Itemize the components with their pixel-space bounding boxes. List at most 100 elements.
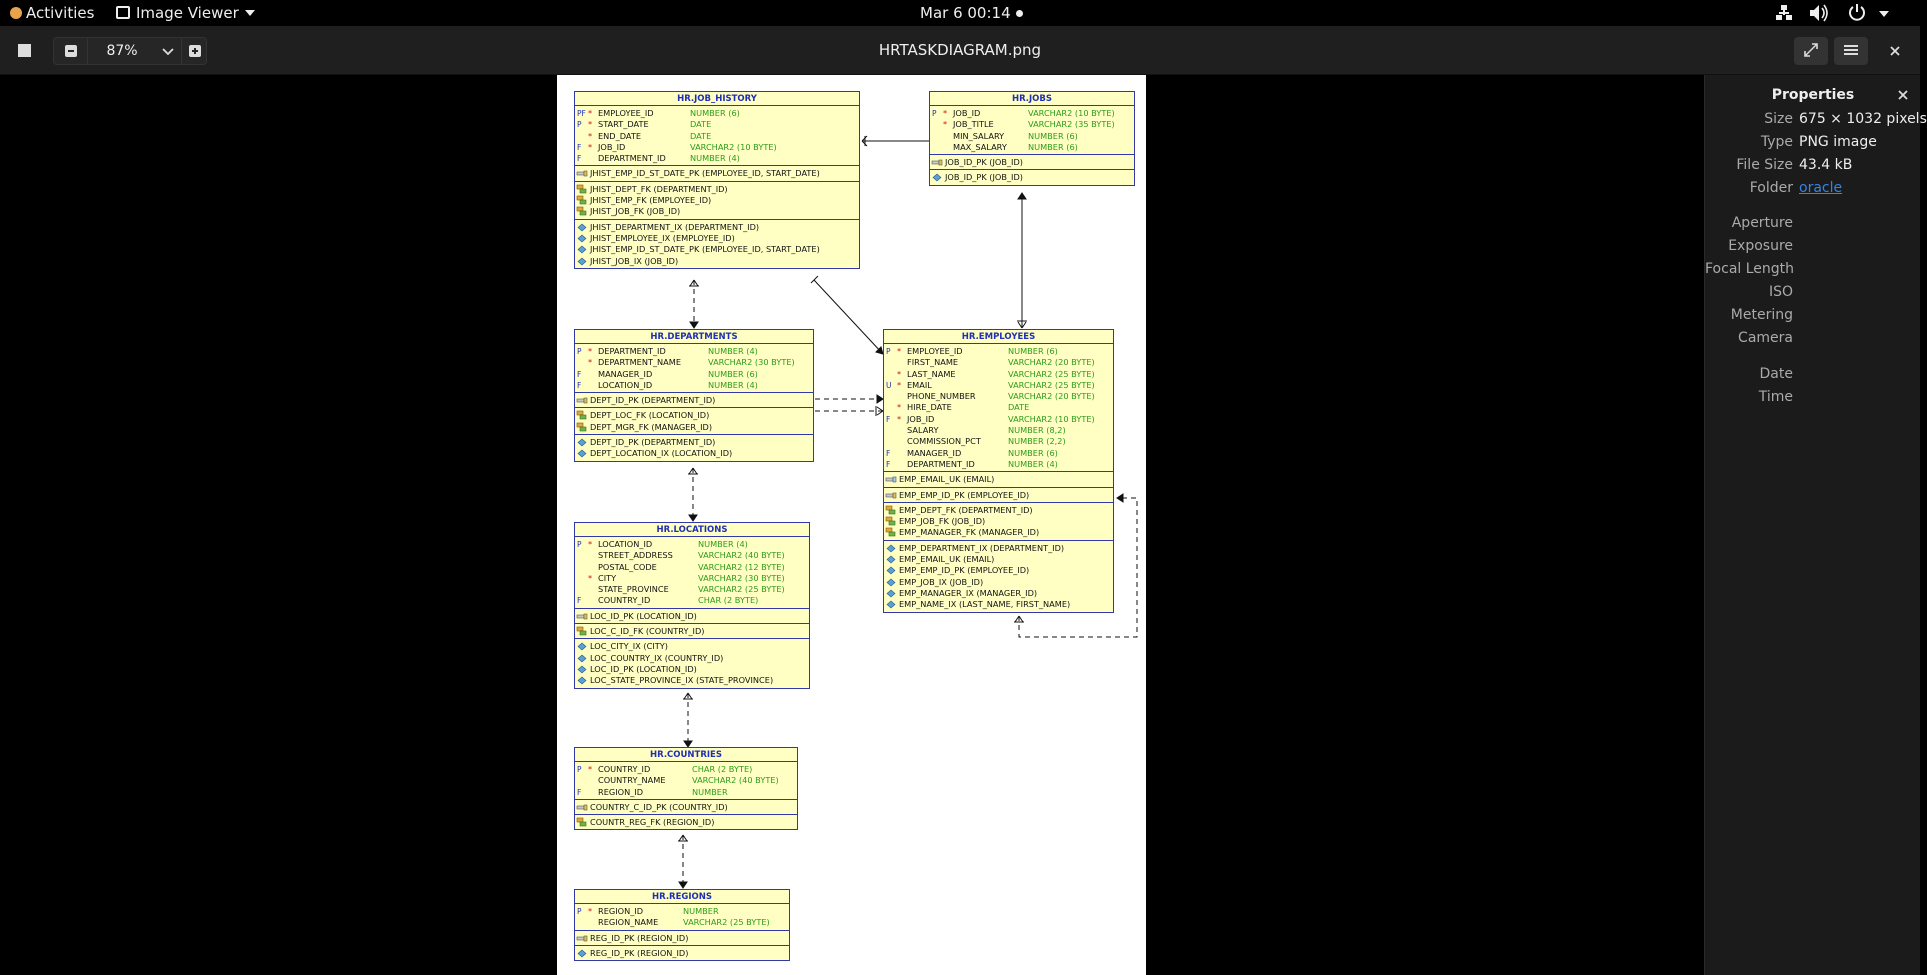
app-menu-button[interactable]: Image Viewer (116, 0, 255, 26)
column-type: VARCHAR2 (10 BYTE) (690, 141, 777, 152)
ix-row: EMP_DEPARTMENT_IX (DEPARTMENT_ID) (884, 543, 1113, 554)
zoom-out-button[interactable] (54, 38, 88, 64)
key-flag: F (577, 142, 582, 152)
pk-name: COUNTRY_C_ID_PK (COUNTRY_ID) (590, 801, 728, 812)
column-name: PHONE_NUMBER (907, 391, 976, 402)
activities-button[interactable]: Activities (10, 0, 94, 26)
fk-name: JHIST_EMP_FK (EMPLOYEE_ID) (590, 195, 712, 206)
column-type: VARCHAR2 (25 BYTE) (1008, 379, 1095, 390)
column-name: FIRST_NAME (907, 357, 959, 368)
mandatory-mark: * (588, 764, 593, 774)
primary-key-icon (576, 171, 588, 177)
key-flag: P (577, 907, 582, 916)
property-label: Time (1758, 389, 1793, 405)
column-name: MAX_SALARY (953, 141, 1007, 152)
column-type: VARCHAR2 (12 BYTE) (698, 561, 785, 572)
ix-row: DEPT_LOCATION_IX (LOCATION_ID) (575, 448, 813, 459)
primary-key-icon (931, 159, 943, 166)
column-name: EMPLOYEE_ID (907, 346, 963, 356)
mandatory-mark: * (588, 346, 593, 356)
mandatory-mark: * (588, 572, 593, 583)
column-type: VARCHAR2 (40 BYTE) (698, 550, 785, 561)
key-flag: P (932, 109, 937, 118)
key-flag: P (886, 347, 891, 356)
image-viewer-icon (116, 6, 130, 19)
foreign-key-icon (576, 626, 587, 636)
ix-row: EMP_MANAGER_IX (MANAGER_ID) (884, 588, 1113, 599)
foreign-key-icon (576, 817, 587, 827)
fk-name: COUNTR_REG_FK (REGION_ID) (590, 817, 715, 828)
close-properties-button[interactable] (1893, 85, 1913, 105)
pk-row: DEPT_ID_PK (DEPARTMENT_ID) (575, 395, 813, 406)
ix-name: JHIST_JOB_IX (JOB_ID) (590, 255, 679, 266)
index-icon (577, 949, 587, 958)
column-type: NUMBER (2,2) (1008, 436, 1066, 447)
property-label: Aperture (1731, 215, 1793, 231)
volume-icon (1810, 4, 1828, 22)
key-flag: U (886, 380, 892, 390)
property-label: Focal Length (1705, 261, 1795, 277)
fullscreen-button[interactable] (1794, 37, 1828, 65)
close-window-button[interactable] (1880, 37, 1910, 65)
column-name: HIRE_DATE (907, 402, 952, 413)
top-bar: Activities Image Viewer Mar 6 00:14 (0, 0, 1920, 26)
key-flag: P (577, 540, 582, 549)
fk-name: DEPT_MGR_FK (MANAGER_ID) (590, 421, 713, 432)
ix-row: JHIST_EMP_ID_ST_DATE_PK (EMPLOYEE_ID, ST… (575, 244, 859, 255)
ix-name: JHIST_EMPLOYEE_IX (EMPLOYEE_ID) (590, 232, 735, 243)
power-icon (1849, 4, 1865, 21)
zoom-menu-button[interactable] (155, 38, 181, 64)
fk-row: DEPT_LOC_FK (LOCATION_ID) (575, 410, 813, 421)
gallery-toggle-button[interactable] (10, 37, 38, 65)
column-name: STREET_ADDRESS (598, 550, 673, 561)
fk-name: DEPT_LOC_FK (LOCATION_ID) (590, 410, 710, 421)
property-value: PNG image (1799, 134, 1877, 150)
index-icon (577, 449, 587, 458)
main-menu-button[interactable] (1834, 37, 1868, 65)
column-type: DATE (690, 119, 712, 130)
index-icon (886, 544, 896, 553)
uk-section: EMP_EMAIL_UK (EMAIL) (884, 472, 1113, 488)
pk-row: JOB_ID_PK (JOB_ID) (930, 157, 1134, 168)
column-name: REGION_ID (598, 786, 644, 797)
ix-name: LOC_STATE_PROVINCE_IX (STATE_PROVINCE) (590, 675, 774, 686)
column-name: MANAGER_ID (598, 368, 653, 379)
property-label: File Size (1736, 157, 1793, 173)
column-name: JOB_TITLE (953, 119, 994, 130)
foreign-key-icon (885, 516, 896, 526)
column-name: LOCATION_ID (598, 379, 653, 390)
foreign-key-icon (576, 195, 587, 205)
zoom-in-button[interactable] (181, 38, 207, 64)
ix-section: EMP_DEPARTMENT_IX (DEPARTMENT_ID)EMP_EMA… (884, 541, 1113, 612)
column-type: DATE (690, 130, 712, 141)
column-name: EMAIL (907, 379, 932, 390)
minus-icon (64, 45, 77, 57)
column-name: DEPARTMENT_ID (907, 458, 975, 469)
clock[interactable]: Mar 6 00:14 (920, 0, 1023, 26)
ix-name: DEPT_ID_PK (DEPARTMENT_ID) (590, 437, 716, 448)
column-name: STATE_PROVINCE (598, 584, 669, 595)
property-value: 43.4 kB (1799, 157, 1853, 173)
system-status-area[interactable] (1775, 0, 1905, 26)
mandatory-mark: * (943, 108, 948, 118)
folder-link[interactable]: oracle (1799, 180, 1843, 196)
zoom-level[interactable]: 87% (106, 43, 138, 59)
gallery-icon (17, 44, 31, 57)
column-name: COMMISSION_PCT (907, 436, 981, 447)
